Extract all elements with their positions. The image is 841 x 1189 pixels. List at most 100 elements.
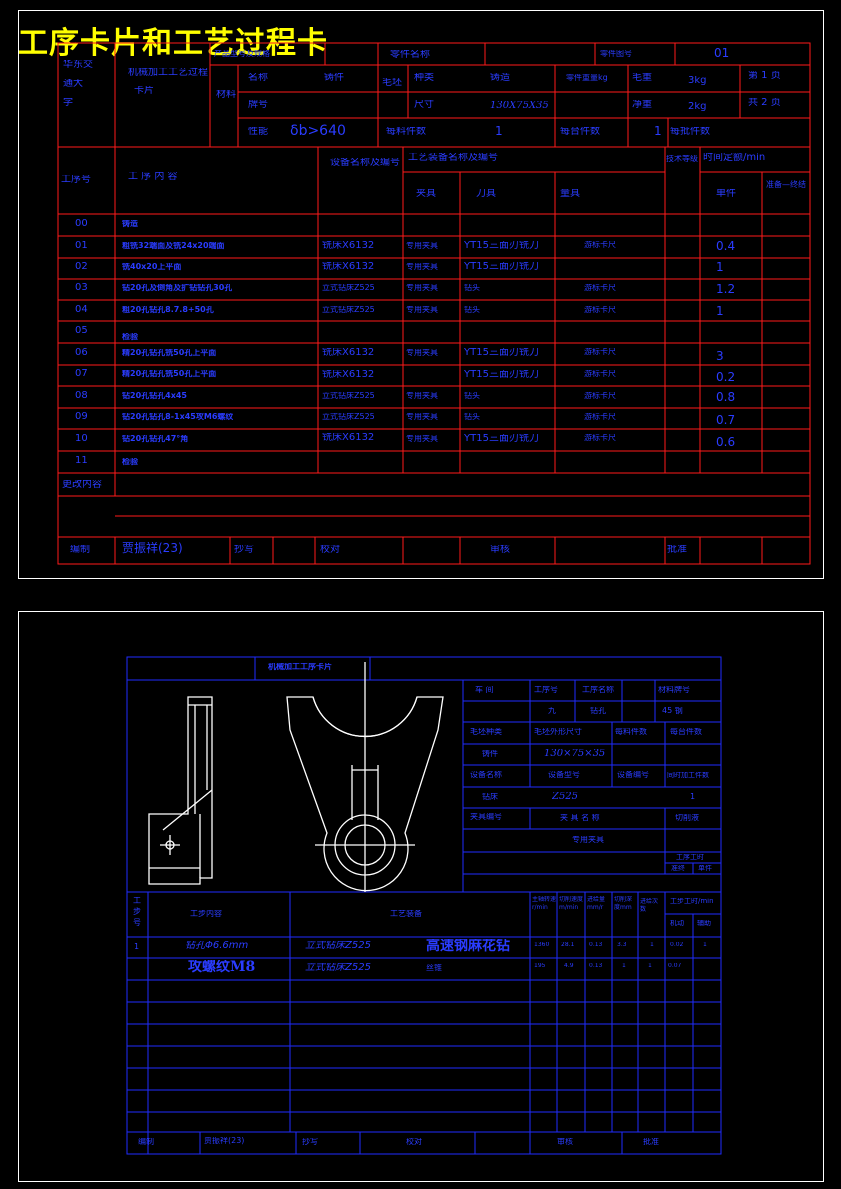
op-equipment: 立式钻床Z525: [322, 284, 375, 292]
op-fixture: 专用夹具: [406, 284, 438, 292]
op-time-label: 工序工时: [676, 854, 704, 861]
op-tool: YT15三面刃铣刀: [464, 370, 539, 380]
name-value: 铸件: [324, 73, 344, 83]
step-passes: 1: [648, 963, 652, 969]
design-value: 贾振祥(23): [122, 542, 183, 554]
page-number: 第 1 页: [748, 71, 781, 81]
op-content: 钻20孔钻孔8-1x45攻M6螺纹: [122, 413, 234, 421]
op-content: 钻20孔及倒角及扩钻钻孔30孔: [122, 284, 233, 292]
op-time-single-label: 单件: [698, 865, 712, 872]
batch-label: 每批件数: [670, 127, 710, 137]
gross-value: 3kg: [688, 76, 707, 86]
op-no-label: 工序号: [534, 686, 558, 694]
product-model-label: 产品型号及规格: [214, 50, 270, 58]
op-time: 0.6: [716, 436, 736, 448]
op-time: 1: [716, 261, 724, 273]
blank-type-value: 铸件: [482, 750, 498, 758]
col-op-no: 工序号: [61, 175, 91, 185]
op-gauge: 游标卡尺: [584, 392, 616, 400]
step-no: 1: [134, 943, 140, 951]
col-gauge: 量具: [560, 189, 580, 199]
op-time: 0.7: [716, 414, 736, 426]
op-fixture: 专用夹具: [406, 306, 438, 314]
op-no: 07: [75, 369, 88, 379]
unit-name-line1: 华东交: [63, 60, 93, 70]
op-design-value: 贾振祥(23): [204, 1137, 245, 1145]
card2-outer-frame: [18, 611, 824, 1182]
check-label: 校对: [320, 545, 340, 555]
card-name-line1: 机械加工工艺过程: [128, 68, 208, 78]
op-content: 粗20孔钻孔8.7.8+50孔: [122, 306, 214, 314]
step-tool: 高速钢麻花钻: [426, 939, 510, 953]
op-content: 检验: [122, 333, 138, 341]
op-fixture: 专用夹具: [406, 413, 438, 421]
hours-header: 工步工时/min: [670, 898, 714, 905]
size-value: 130X75X35: [490, 101, 549, 111]
step-speed: 28.1: [561, 942, 575, 948]
op-content: 精20孔钻孔铣50孔上平面: [122, 370, 217, 378]
op-tool: 钻头: [464, 306, 480, 314]
type-label: 种类: [414, 73, 434, 83]
op-no: 10: [75, 434, 88, 444]
part-name-label: 零件名称: [390, 50, 430, 60]
op-no-value: 九: [548, 707, 556, 715]
per-blank-count-label: 每料件数: [615, 728, 647, 736]
col-equipment: 设备名称及编号: [330, 158, 400, 168]
op-equipment: 铣床X6132: [322, 370, 375, 380]
concurrent-label: 同时加工件数: [667, 772, 709, 779]
op-review-label: 审核: [557, 1138, 573, 1146]
step-content: 攻螺纹M8: [188, 960, 256, 974]
step-speed: 4.9: [564, 963, 574, 969]
step-content: 钻孔Φ6.6mm: [185, 941, 249, 951]
spindle-header: 主轴转速r/min: [532, 896, 556, 911]
op-equipment: 铣床X6132: [322, 262, 375, 272]
per-unit-label: 每台件数: [560, 127, 600, 137]
op-no: 05: [75, 326, 88, 336]
material-no-value: 45 钢: [662, 707, 683, 715]
col-time-quota: 时间定额/min: [703, 153, 766, 163]
step-equipment-header: 工艺装备: [390, 910, 422, 918]
op-tool: YT15三面刃铣刀: [464, 348, 539, 358]
op-no: 06: [75, 348, 88, 358]
per-blank-value: 1: [495, 125, 503, 137]
op-content: 钻20孔钻孔4x45: [122, 392, 187, 400]
step-machine: 0.02: [670, 942, 684, 948]
step-feed: 0.13: [589, 963, 603, 969]
op-equipment: 铣床X6132: [322, 433, 375, 443]
unit-name-line2: 通大: [63, 79, 83, 89]
copy-label: 抄写: [234, 545, 254, 555]
op-no: 11: [75, 456, 88, 466]
aux-header: 辅助: [697, 920, 711, 927]
equip-no-label: 设备编号: [617, 771, 649, 779]
op-copy-label: 抄写: [302, 1138, 318, 1146]
op-gauge: 游标卡尺: [584, 284, 616, 292]
per-unit-count-label: 每台件数: [670, 728, 702, 736]
part-drawing-label: 零件图号: [600, 50, 632, 58]
op-gauge: 游标卡尺: [584, 348, 616, 356]
type-value: 铸造: [490, 73, 510, 83]
gross-label: 毛重: [632, 73, 652, 83]
equip-name-label: 设备名称: [470, 771, 502, 779]
material-no-label: 材料牌号: [658, 686, 690, 694]
step-machine: 0.07: [668, 963, 682, 969]
side-view-outline: [148, 696, 213, 885]
equip-model-label: 设备型号: [548, 771, 580, 779]
op-tool: 钻头: [464, 392, 480, 400]
op-approve-label: 批准: [643, 1138, 659, 1146]
op-content: 精20孔钻孔铣50孔上平面: [122, 349, 217, 357]
op-no: 00: [75, 219, 88, 229]
op-no: 09: [75, 412, 88, 422]
op-gauge: 游标卡尺: [584, 241, 616, 249]
col-single: 单件: [716, 189, 736, 199]
col-fixture: 夹具: [416, 189, 436, 199]
total-pages: 共 2 页: [748, 98, 781, 108]
op-no: 02: [75, 262, 88, 272]
op-time-prep-label: 准终: [671, 865, 685, 872]
op-name-value: 钻孔: [590, 707, 606, 715]
op-card-title: 机械加工工序卡片: [268, 663, 332, 671]
op-time: 3: [716, 350, 724, 362]
op-content: 铣40x20上平面: [122, 263, 182, 271]
step-depth: 3.3: [617, 942, 627, 948]
unit-name-line3: 学: [63, 98, 73, 108]
